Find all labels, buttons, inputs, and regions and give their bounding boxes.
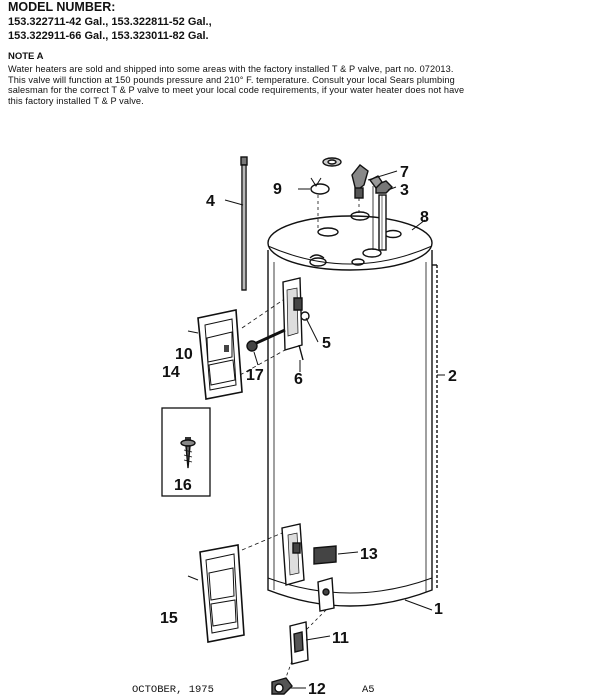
header: MODEL NUMBER: 153.322711-42 Gal., 153.32… <box>8 0 603 106</box>
callout-7: 7 <box>400 164 409 181</box>
callout-10: 10 <box>175 346 193 363</box>
callout-8: 8 <box>420 209 429 226</box>
footer-date: OCTOBER, 1975 <box>132 684 214 696</box>
callout-1: 1 <box>434 601 443 618</box>
callout-13: 13 <box>360 546 378 563</box>
callout-15: 15 <box>160 610 178 627</box>
tp-valve-opening <box>350 211 370 221</box>
note-line-2: This valve will function at 150 pounds p… <box>8 74 455 85</box>
drain-fitting <box>317 577 335 612</box>
part-12-drain-valve <box>271 677 293 695</box>
callout-14: 14 <box>162 364 180 381</box>
callout-6: 6 <box>294 371 303 388</box>
callout-17: 17 <box>246 367 264 384</box>
callout-16: 16 <box>174 477 192 494</box>
callout-4: 4 <box>206 193 215 210</box>
callout-11: 11 <box>332 630 349 647</box>
hot-outlet-fitting <box>362 248 382 258</box>
part-11-drain-bracket <box>289 621 309 665</box>
model-number-title: MODEL NUMBER: <box>8 0 116 14</box>
part-9-gasket <box>310 183 330 195</box>
note-title: NOTE A <box>8 51 44 62</box>
upper-thermostat-bracket <box>282 277 310 361</box>
callout-12: 12 <box>308 681 326 698</box>
part-14-upper-access-cover <box>187 309 243 400</box>
callout-3: 3 <box>400 182 409 199</box>
note-line-4: this factory installed T & P valve. <box>8 95 144 106</box>
callout-2: 2 <box>448 368 457 385</box>
model-numbers-line-1: 153.322711-42 Gal., 153.322811-52 Gal., <box>8 16 212 28</box>
callout-5: 5 <box>322 335 331 352</box>
part-7-tp-valve <box>351 164 369 214</box>
part-16-screw-box <box>161 407 211 497</box>
lower-thermostat-bracket <box>281 523 305 586</box>
note-line-3: salesman for the correct T & P valve to … <box>8 85 465 95</box>
note-line-1: Water heaters are sold and shipped into … <box>8 64 454 74</box>
part-17-heating-element <box>246 328 286 352</box>
part-13-label-plate <box>313 545 337 565</box>
model-numbers-line-2: 153.322911-66 Gal., 153.323011-82 Gal. <box>8 30 209 42</box>
part-15-lower-access-cover <box>187 544 245 643</box>
callout-9: 9 <box>273 181 282 198</box>
footer-page: A5 <box>362 684 375 696</box>
tank-jacket <box>267 250 438 607</box>
top-cover <box>267 215 433 271</box>
part-4-anode-rod <box>240 156 248 291</box>
